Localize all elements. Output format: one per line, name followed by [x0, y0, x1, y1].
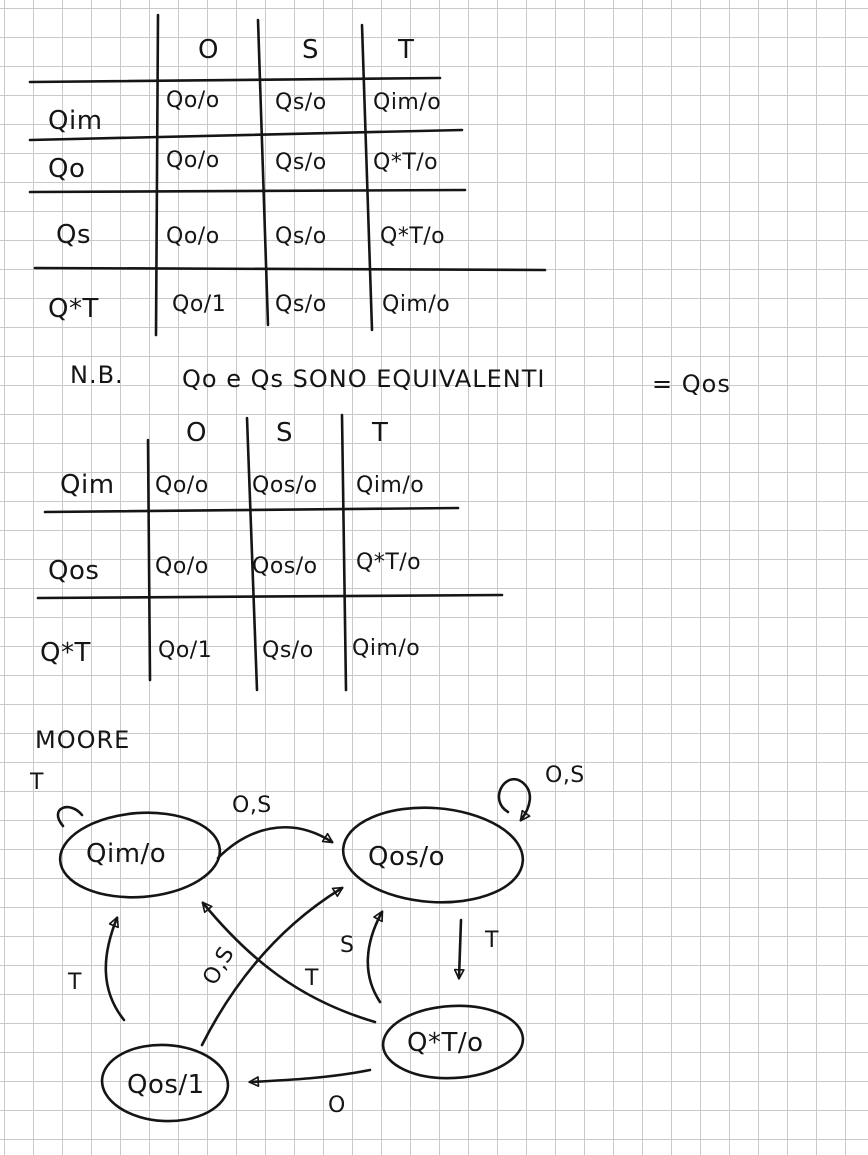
edge-os1-to-im — [104, 916, 126, 1022]
table2-row1-state: Qim — [60, 470, 115, 500]
table1-row3-cell-o: Qo/o — [166, 224, 220, 249]
edge-label-xt-to-os1: O — [328, 1093, 346, 1118]
table2-row2-cell-o: Qo/o — [155, 554, 209, 579]
state-shapes — [58, 806, 525, 1123]
table2-header-s: S — [276, 418, 294, 448]
table2-vline-3 — [340, 413, 348, 692]
state-os1-label: Qos/1 — [127, 1070, 205, 1100]
table2-row1-cell-t: Qim/o — [356, 473, 425, 498]
edge-os1-to-os0 — [200, 886, 344, 1047]
table1-row3-state: Qs — [56, 220, 92, 250]
table1-row1-cell-t: Qim/o — [373, 90, 442, 115]
edge-label-os0-to-xt: T — [485, 928, 499, 953]
state-im-label: Qim/o — [86, 839, 167, 869]
table1-vline-2 — [256, 18, 270, 327]
table2-row2-cell-s: Qos/o — [252, 554, 318, 579]
edge-os0-loop — [497, 778, 532, 822]
edge-im-loop — [56, 805, 84, 828]
state-im-ellipse — [58, 811, 222, 899]
table2-row3-cell-o: Qo/1 — [158, 638, 213, 663]
edge-xt-to-os1 — [248, 1068, 372, 1087]
table2-row3-state: Q*T — [40, 638, 91, 668]
table1-hline-header — [28, 76, 442, 84]
table2-hline-row2 — [36, 593, 504, 600]
note-result: = Qos — [652, 370, 731, 398]
table1-row4-cell-s: Qs/o — [275, 292, 327, 317]
table2-grid — [36, 413, 504, 692]
table1-hline-row1 — [28, 128, 464, 142]
table1-row2-cell-o: Qo/o — [166, 148, 220, 173]
state-xt-ellipse — [381, 1004, 525, 1080]
table2-row2-state: Qos — [48, 556, 100, 586]
table2-header-o: O — [186, 418, 207, 448]
edge-label-os1-to-im: T — [68, 970, 82, 995]
table2-header-t: T — [372, 418, 389, 448]
edge-label-im-to-os0: O,S — [232, 793, 272, 818]
state-os1-ellipse — [100, 1043, 230, 1123]
table1-row4-state: Q*T — [48, 294, 99, 324]
table1-row1-state: Qim — [48, 106, 103, 136]
edge-label-os0-loop: O,S — [545, 763, 585, 788]
table2-row3-cell-t: Qim/o — [352, 636, 421, 661]
table2-row1-cell-o: Qo/o — [155, 473, 209, 498]
table2-vline-1 — [146, 438, 152, 682]
table1-header-s: S — [302, 35, 320, 65]
table2-hline-row1 — [43, 506, 460, 514]
table1-row3-cell-s: Qs/o — [275, 224, 327, 249]
state-xt-label: Q*T/o — [407, 1028, 484, 1058]
note-text: Qo e Qs SONO EQUIVALENTI — [182, 365, 546, 393]
table1-row1-cell-s: Qs/o — [275, 90, 327, 115]
edge-xt-to-os0 — [366, 910, 384, 1004]
table1-row4-cell-o: Qo/1 — [172, 292, 227, 317]
table2-row2-cell-t: Q*T/o — [356, 550, 422, 575]
state-os0-label: Qos/o — [368, 842, 446, 872]
table1-hline-row2 — [28, 188, 467, 194]
state-os0-ellipse — [341, 806, 525, 904]
table2-row1-cell-s: Qos/o — [252, 473, 318, 498]
table2-row3-cell-s: Qs/o — [262, 638, 314, 663]
edge-label-im-loop: T — [30, 770, 44, 795]
edge-xt-to-im — [201, 901, 377, 1024]
table1-row2-cell-s: Qs/o — [275, 150, 327, 175]
table1-row3-cell-t: Q*T/o — [380, 224, 446, 249]
table1-hline-row3 — [33, 266, 547, 272]
table1-header-o: O — [198, 35, 219, 65]
transition-arrows — [56, 778, 532, 1087]
edge-im-to-os0 — [216, 826, 334, 860]
table1-vline-3 — [360, 23, 374, 332]
table1-row2-cell-t: Q*T/o — [373, 150, 439, 175]
note-prefix: N.B. — [70, 361, 124, 389]
edge-label-xt-to-im: T — [305, 966, 319, 991]
table1-header-t: T — [398, 35, 415, 65]
table1-row1-cell-o: Qo/o — [166, 88, 220, 113]
table2-vline-2 — [245, 416, 259, 692]
table1-row4-cell-t: Qim/o — [382, 292, 451, 317]
edge-label-xt-to-os0: S — [340, 933, 355, 958]
table1-row2-state: Qo — [48, 154, 86, 184]
table1-grid — [28, 13, 547, 337]
table1-vline-1 — [154, 13, 160, 337]
diagram-title: MOORE — [35, 726, 131, 754]
edge-os0-to-xt — [453, 918, 465, 980]
